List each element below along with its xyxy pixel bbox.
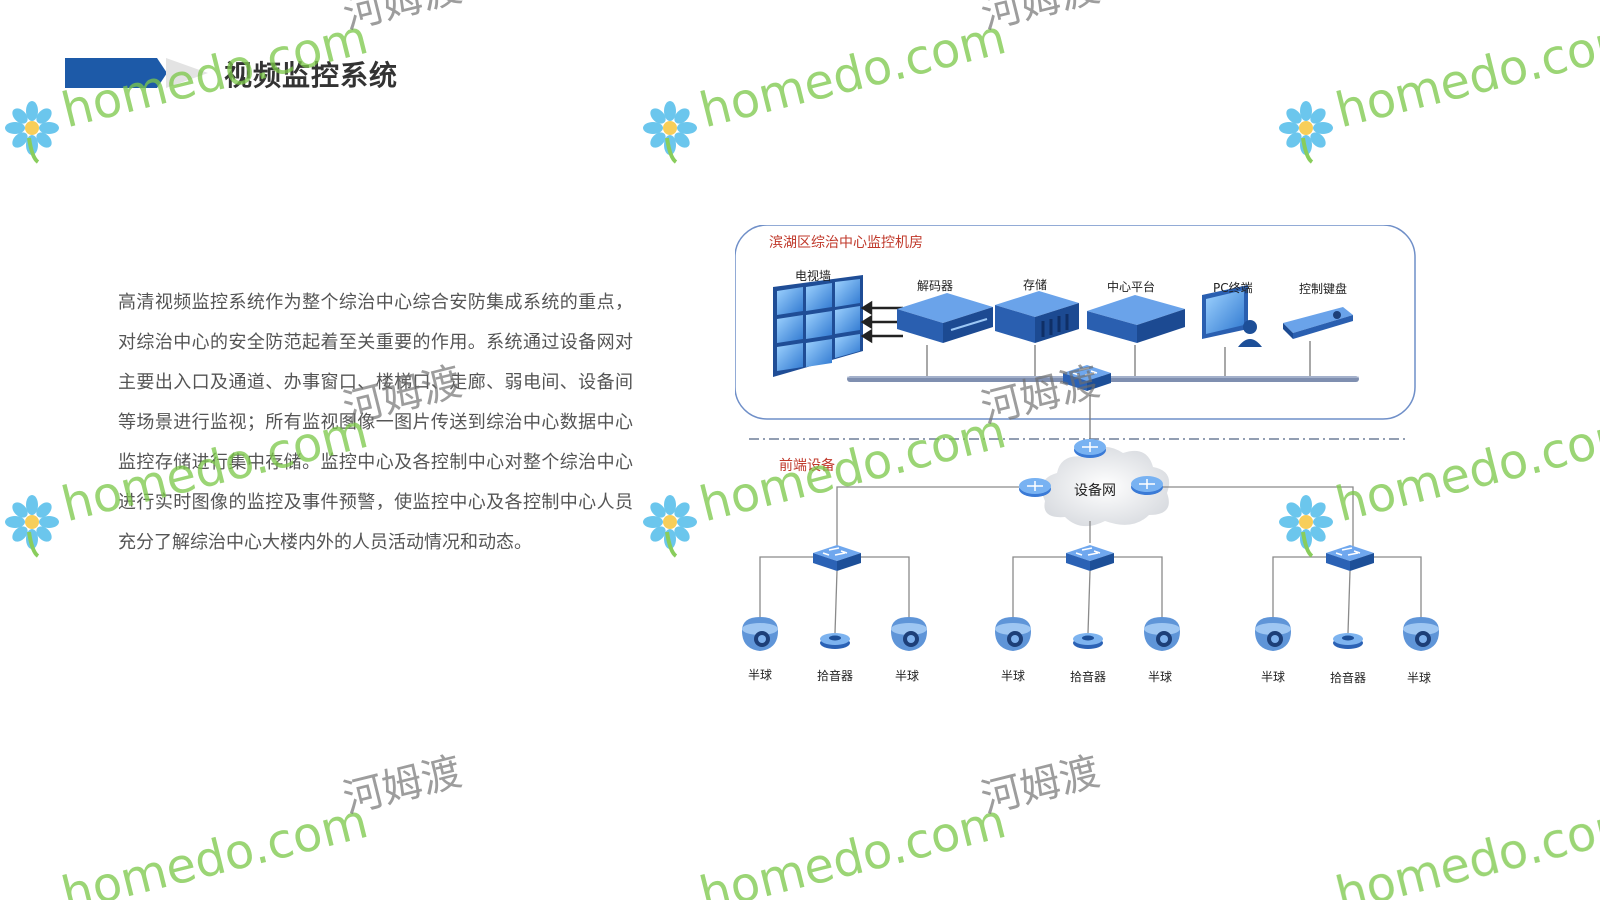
access-switch-icon — [1325, 544, 1375, 572]
decoder-icon — [897, 293, 993, 343]
monitor-room-title: 滨湖区综治中心监控机房 — [769, 235, 923, 251]
watermark-domain: homedo.com — [1330, 793, 1600, 900]
front-device-name: 半球 — [895, 669, 919, 683]
central-platform-icon — [1087, 295, 1185, 343]
watermark-domain: homedo.com — [56, 793, 373, 900]
microphone-icon — [820, 633, 850, 649]
dome-camera-icon — [995, 617, 1031, 651]
router-icon — [1073, 438, 1107, 459]
network-label: 设备网 — [1074, 482, 1116, 499]
control-keyboard-icon — [1283, 307, 1353, 339]
watermark-brand: 河姆渡 — [977, 749, 1105, 823]
front-device-name: 半球 — [1261, 670, 1285, 684]
page-title: 视频监控系统 — [224, 59, 399, 92]
front-device-name: 半球 — [1407, 671, 1431, 685]
dome-camera-icon — [1255, 617, 1291, 651]
camera-links — [759, 556, 1422, 634]
branch-links — [836, 486, 1354, 555]
header-accent-bar — [65, 58, 157, 88]
dome-camera-icon — [1403, 617, 1439, 651]
microphone-icon — [1073, 633, 1103, 649]
microphone-icon — [1333, 633, 1363, 649]
decoder-arrows — [860, 300, 903, 344]
header-chevron — [166, 58, 208, 88]
watermark-flower-icon — [641, 493, 699, 558]
description-paragraph: 高清视频监控系统作为整个综治中心综合安防集成系统的重点，对综治中心的安全防范起着… — [118, 292, 633, 553]
watermark-brand: 河姆渡 — [339, 749, 467, 823]
watermark-flower-icon — [3, 493, 61, 558]
room-device-label: 解码器 — [917, 279, 953, 293]
room-device-label: 控制键盘 — [1299, 281, 1347, 296]
header-accent-arrow — [157, 58, 167, 88]
watermark-flower-icon — [3, 99, 61, 164]
watermark-domain: homedo.com — [1330, 9, 1600, 139]
router-icon — [1130, 475, 1164, 496]
front-device-name: 拾音器 — [1070, 669, 1106, 684]
front-device-name: 拾音器 — [1330, 670, 1366, 685]
watermark-domain: homedo.com — [694, 9, 1011, 139]
dome-camera-icon — [891, 617, 927, 651]
front-device-name: 半球 — [1148, 670, 1172, 684]
watermark-flower-icon — [641, 99, 699, 164]
room-device-label: 存储 — [1023, 277, 1047, 292]
access-switch-icon — [1065, 544, 1115, 572]
room-device-label: 中心平台 — [1107, 279, 1155, 294]
network-diagram: 滨湖区综治中心监控机房 电视墙 解码器 存储 中心平台 — [734, 224, 1475, 705]
front-device-name: 拾音器 — [817, 668, 853, 683]
access-switch-icon — [812, 544, 862, 572]
watermark-brand: 河姆渡 — [977, 0, 1105, 38]
front-device-label: 前端设备 — [779, 457, 835, 474]
video-wall-icon — [773, 275, 863, 377]
router-icon — [1018, 477, 1052, 498]
dome-camera-icon — [742, 617, 778, 651]
room-device-label: 电视墙 — [795, 268, 831, 283]
front-device-name: 半球 — [1001, 669, 1025, 683]
watermark-brand: 河姆渡 — [339, 0, 467, 38]
front-device-name: 半球 — [748, 668, 772, 682]
watermark-domain: homedo.com — [694, 793, 1011, 900]
watermark-flower-icon — [1277, 99, 1335, 164]
dome-camera-icon — [1144, 617, 1180, 651]
pc-terminal-icon — [1202, 285, 1262, 347]
room-device-label: PC终端 — [1213, 280, 1253, 295]
storage-icon — [995, 291, 1079, 343]
